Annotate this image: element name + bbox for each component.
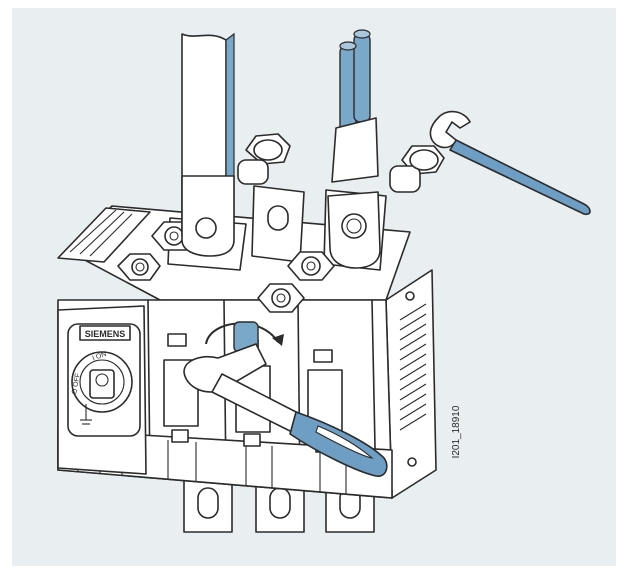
loose-bolt-right: [389, 145, 445, 193]
nut-left: [117, 253, 161, 281]
nut-front: [257, 283, 305, 313]
terminal-nuts: [117, 221, 335, 313]
ratchet-tool-icon: [183, 321, 388, 477]
loose-bolt-left: [237, 133, 291, 185]
dial-knob: [89, 369, 115, 399]
nut-center: [287, 251, 335, 281]
dial-off-label: O OFF: [71, 373, 82, 395]
cables: [327, 29, 381, 269]
busbar: [181, 32, 235, 257]
operating-module: SIEMENS I ON O OFF: [57, 305, 147, 475]
brand-label: SIEMENS: [85, 329, 126, 339]
ground-symbol-icon: [80, 404, 92, 425]
figure-id: I201_18910: [451, 405, 462, 458]
ventilation-grille: [399, 303, 427, 431]
wrench-icon: [429, 110, 591, 216]
dial-on-label: I ON: [92, 351, 108, 362]
